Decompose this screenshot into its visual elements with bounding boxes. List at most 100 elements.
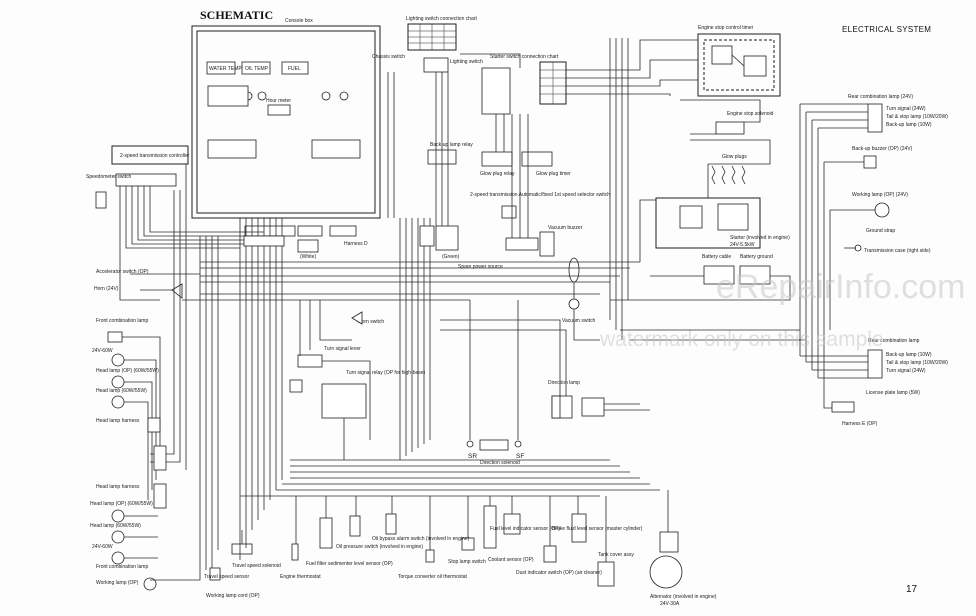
alternator-rating-label: 24V-30A	[660, 601, 680, 607]
starter-assembly: Starter (involved in engine) 24V-5.5kW	[655, 197, 790, 249]
working-lamp-rear-label: Working lamp (OP) (24V)	[852, 192, 908, 198]
direction-lamp-label: Direction lamp	[548, 380, 580, 386]
transmission-selector-switch	[501, 205, 517, 219]
watermark-site: eRepairInfo.com	[716, 268, 965, 306]
oil-temp-gauge	[241, 61, 271, 75]
travel-speed-solenoid-label: Travel speed solenoid	[232, 563, 281, 569]
solenoid-sf-label: SF	[516, 453, 524, 460]
backup-lamp-top-label: Back-up lamp (10W)	[886, 122, 932, 128]
vacuum-switch-label: Vacuum switch	[562, 318, 595, 324]
accelerator-switch-label: Accelerator switch (OP)	[96, 269, 149, 275]
license-plate-lamp-label: License plate lamp (5W)	[866, 390, 920, 396]
starter-rating-label: 24V-5.5kW	[730, 242, 755, 248]
torque-converter-label: Torque converter oil thermostat	[398, 574, 468, 580]
head-lamp-op-top-label: Head lamp (OP) (60W/55W)	[96, 368, 159, 374]
glow-plugs-label: Glow plugs	[722, 154, 747, 160]
backup-buzzer-label: Back-up buzzer (OP) (24V)	[852, 146, 913, 152]
transmission-controller	[111, 145, 189, 165]
turn-signal-lever	[297, 354, 323, 368]
turn-signal-relay	[321, 383, 367, 419]
engine-thermostat	[291, 543, 299, 561]
turn-signal-top-label: Turn signal (24W)	[886, 106, 926, 112]
bottom-sensors	[209, 505, 683, 589]
turn-signal-bottom-label: Turn signal (24W)	[886, 368, 926, 374]
rear-combination-lamp-top-label: Rear combination lamp (24V)	[848, 94, 913, 100]
page-number: 17	[906, 584, 918, 595]
engine-thermostat-label: Engine thermostat	[280, 574, 321, 580]
battery-1	[703, 265, 735, 285]
lamp-24v-bottom	[111, 551, 125, 565]
horn-symbol	[171, 283, 183, 299]
water-temp-label: WATER TEMP	[209, 66, 242, 72]
front-combination-lamp-bottom-label: Front combination lamp	[96, 564, 148, 570]
horn-switch	[351, 311, 363, 325]
starter-switch-chart: Starter switch connection chart	[481, 54, 567, 115]
oil-pressure-switch-label: Oil pressure switch (involved in engine)	[336, 544, 423, 550]
turn-signal-relay-label: Turn signal relay (OP for high-base)	[346, 370, 426, 376]
head-lamp-op-bottom-label: Head lamp (OP) (60W/55W)	[90, 501, 153, 507]
water-temp-gauge	[206, 61, 236, 75]
starter-label: Starter (involved in engine)	[730, 235, 790, 241]
head-lamp-bottom-label: Head lamp (60W/55W)	[90, 523, 141, 529]
transmission-case-label: Transmission case (right side)	[864, 248, 931, 254]
glow-plug-relay	[481, 151, 513, 167]
lighting-switch-chart: Lighting switch connection chart	[406, 16, 477, 51]
console-box-label: Console box	[285, 18, 313, 24]
working-lamp-op	[143, 577, 157, 591]
speedometer-switch	[95, 191, 107, 209]
torque-converter-thermostat	[425, 549, 435, 563]
engine-stop-control-timer: Engine stop control timer	[697, 25, 781, 97]
direction-lamp	[581, 397, 605, 417]
head-lamp-top	[111, 395, 125, 409]
head-lamp-op-top	[111, 375, 125, 389]
oil-temp-label: OIL TEMP	[245, 66, 269, 72]
tail-stop-bottom-label: Tail & stop lamp (10W/20W)	[886, 360, 948, 366]
watermark-note: watermark only on this sample	[599, 328, 884, 351]
head-lamp-harness-bottom-label: Head lamp harness	[96, 484, 140, 490]
starter-switch-chart-label: Starter switch connection chart	[490, 54, 559, 60]
coolant-sensor-label: Coolant sensor (OP)	[488, 557, 534, 563]
front-combination-lamp-top	[107, 331, 123, 343]
transmission-controller-label: 2-speed transmission controller	[120, 153, 190, 159]
engine-stop-solenoid	[715, 121, 745, 135]
head-lamp-op-bottom	[111, 509, 125, 523]
green-connector-label: (Green)	[442, 254, 460, 260]
turn-signal-lever-label: Turn signal lever	[324, 346, 361, 352]
green-connector	[435, 225, 459, 251]
rear-combination-lamp-bottom	[867, 349, 883, 379]
engine-stop-timer-label: Engine stop control timer	[698, 25, 754, 31]
vacuum-switch	[568, 298, 580, 310]
glow-plug-timer-label: Glow plug timer	[536, 171, 571, 177]
horn-label: Horn (24V)	[94, 286, 119, 292]
fuel-level-sensor-label: Fuel level indicator sensor (OP)	[490, 526, 560, 532]
head-lamp-bottom	[111, 530, 125, 544]
speedometer-switch-label: Speedometer switch	[86, 174, 132, 180]
battery-2	[739, 265, 771, 285]
horn-switch-label: Horn switch	[358, 319, 384, 325]
travel-speed-sensor-label: Travel speed sensor	[204, 574, 249, 580]
lighting-switch	[423, 57, 449, 73]
engine-stop-solenoid-label: Engine stop solenoid	[727, 111, 774, 117]
license-plate-lamp	[831, 401, 855, 413]
hour-meter-label: Hour meter	[266, 98, 291, 104]
rear-combination-lamp-top	[867, 103, 883, 133]
spare-power-source-label: Spare power source	[458, 264, 503, 270]
center-connector	[505, 237, 539, 251]
wiring-harness	[119, 38, 875, 581]
brake-fluid-sensor-label: Brake fluid level sensor (master cylinde…	[552, 526, 643, 532]
direction-solenoid	[479, 439, 509, 451]
lighting-switch-label: Lighting switch	[450, 59, 483, 65]
alternator-connector	[659, 531, 679, 553]
transmission-controller-connector	[115, 173, 177, 187]
white-connector-label: (White)	[300, 254, 316, 260]
travel-speed-solenoid	[209, 567, 221, 581]
console-box: Console box WATER TEMP OIL TEMP FUEL Hou…	[191, 18, 381, 237]
dust-indicator-label: Dust indicator switch (OP) (air cleaner)	[516, 570, 602, 576]
ground-strap-label: Ground strap	[866, 228, 895, 234]
brake-fluid-sensor	[571, 513, 587, 543]
harness-e-label: Harness E (OP)	[842, 421, 878, 427]
glow-plugs	[708, 163, 750, 185]
oil-pressure-switch	[349, 515, 361, 537]
backup-buzzer	[863, 155, 877, 169]
oil-bypass-alarm	[385, 513, 397, 535]
